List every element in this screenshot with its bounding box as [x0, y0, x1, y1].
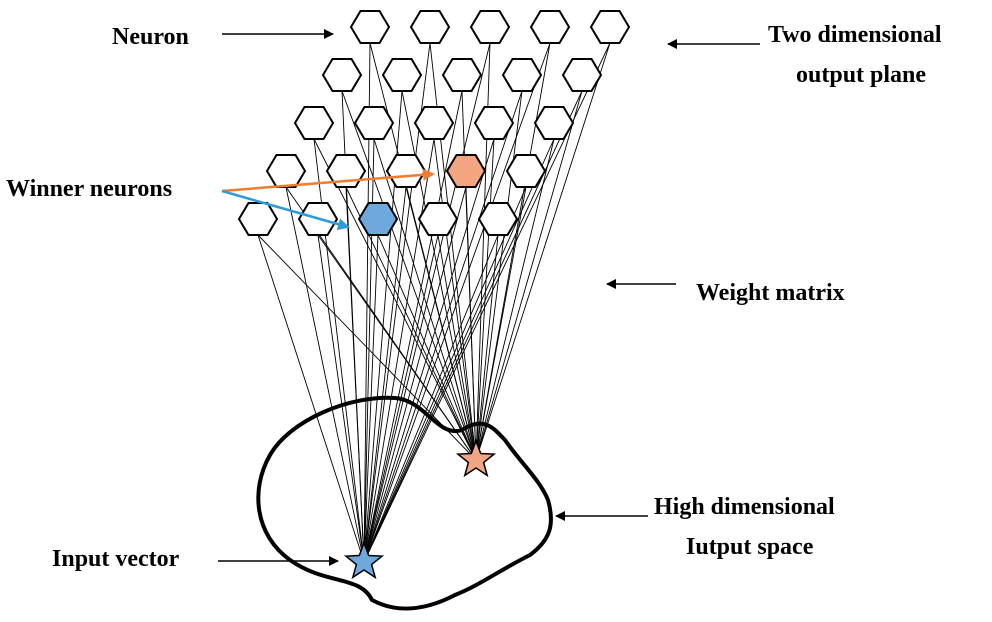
neuron-hexagon — [349, 10, 391, 44]
weight-line — [433, 138, 477, 461]
weight-line — [377, 234, 477, 461]
weight-vector-star-icon — [455, 438, 497, 478]
neuron-hexagon — [321, 58, 363, 92]
neuron-hexagon — [265, 154, 307, 188]
weight-line — [363, 90, 523, 563]
output-plane-grid — [237, 10, 631, 236]
neuron-hexagon — [505, 154, 547, 188]
neuron-hexagon — [385, 154, 427, 188]
neuron-hexagon — [533, 106, 575, 140]
weight-line — [475, 138, 555, 461]
neuron-hexagon — [381, 58, 423, 92]
weight-line — [285, 186, 365, 563]
weight-line — [475, 90, 583, 461]
weight-line — [437, 234, 477, 461]
winner-blue-arrow — [221, 189, 350, 231]
weight-line — [363, 186, 407, 563]
neuron-hexagon — [409, 10, 451, 44]
winner-neurons-label: Winner neurons — [6, 176, 172, 202]
neuron-label: Neuron — [112, 24, 189, 50]
weight-line — [313, 138, 477, 461]
weight-line — [363, 138, 495, 563]
neuron-hexagon — [501, 58, 543, 92]
weight-line — [363, 90, 583, 563]
weight-matrix-label: Weight matrix — [696, 280, 845, 306]
weight-line — [257, 234, 365, 563]
input-space-blob — [256, 395, 553, 611]
neuron-hexagon — [353, 106, 395, 140]
weight-line — [363, 42, 551, 563]
weight-line — [345, 186, 365, 563]
input-space-label-line2: Iutput space — [686, 534, 814, 560]
neuron-hexagon — [441, 58, 483, 92]
weight-line — [475, 90, 523, 461]
weight-line — [363, 138, 555, 563]
neuron-hexagon — [413, 106, 455, 140]
neuron-hexagon — [293, 106, 335, 140]
neuron-hexagon — [417, 202, 459, 236]
weight-line — [373, 138, 477, 461]
neuron-hexagon — [561, 58, 603, 92]
weight-line — [363, 234, 499, 563]
input-vector-label: Input vector — [52, 546, 180, 572]
weight-line — [363, 186, 527, 563]
weight-line — [363, 90, 463, 563]
weight-line — [405, 186, 477, 461]
weight-line — [475, 186, 527, 461]
neuron-hexagon — [477, 202, 519, 236]
winner-neuron-orange — [445, 154, 487, 188]
weight-line — [363, 42, 491, 563]
weight-line — [475, 138, 495, 461]
neuron-hexagon — [529, 10, 571, 44]
weight-line — [475, 42, 611, 461]
weight-line — [317, 234, 365, 563]
neuron-hexagon — [473, 106, 515, 140]
winner-neuron-blue — [357, 202, 399, 236]
neuron-hexagon — [469, 10, 511, 44]
weight-line — [341, 90, 477, 461]
weight-line — [465, 186, 477, 461]
output-plane-label-line1: Two dimensional — [768, 22, 942, 48]
output-plane-label-line2: output plane — [796, 62, 926, 88]
weight-line — [401, 90, 477, 461]
input-space-label-line1: High dimensional — [654, 494, 835, 520]
winner-orange-arrow — [221, 168, 435, 193]
weight-line — [317, 234, 477, 461]
neuron-hexagon — [237, 202, 279, 236]
neuron-hexagon — [589, 10, 631, 44]
input-vector-star-icon — [343, 540, 385, 580]
weight-line — [363, 186, 467, 563]
